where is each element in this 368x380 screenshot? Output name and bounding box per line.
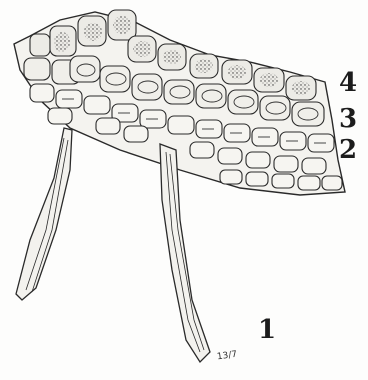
label-layer-3: 3 [339,106,357,132]
label-hair: 1 [258,317,276,343]
hair-left [16,128,72,300]
label-layer-2: 2 [339,137,357,163]
label-layer-4: 4 [339,70,357,96]
